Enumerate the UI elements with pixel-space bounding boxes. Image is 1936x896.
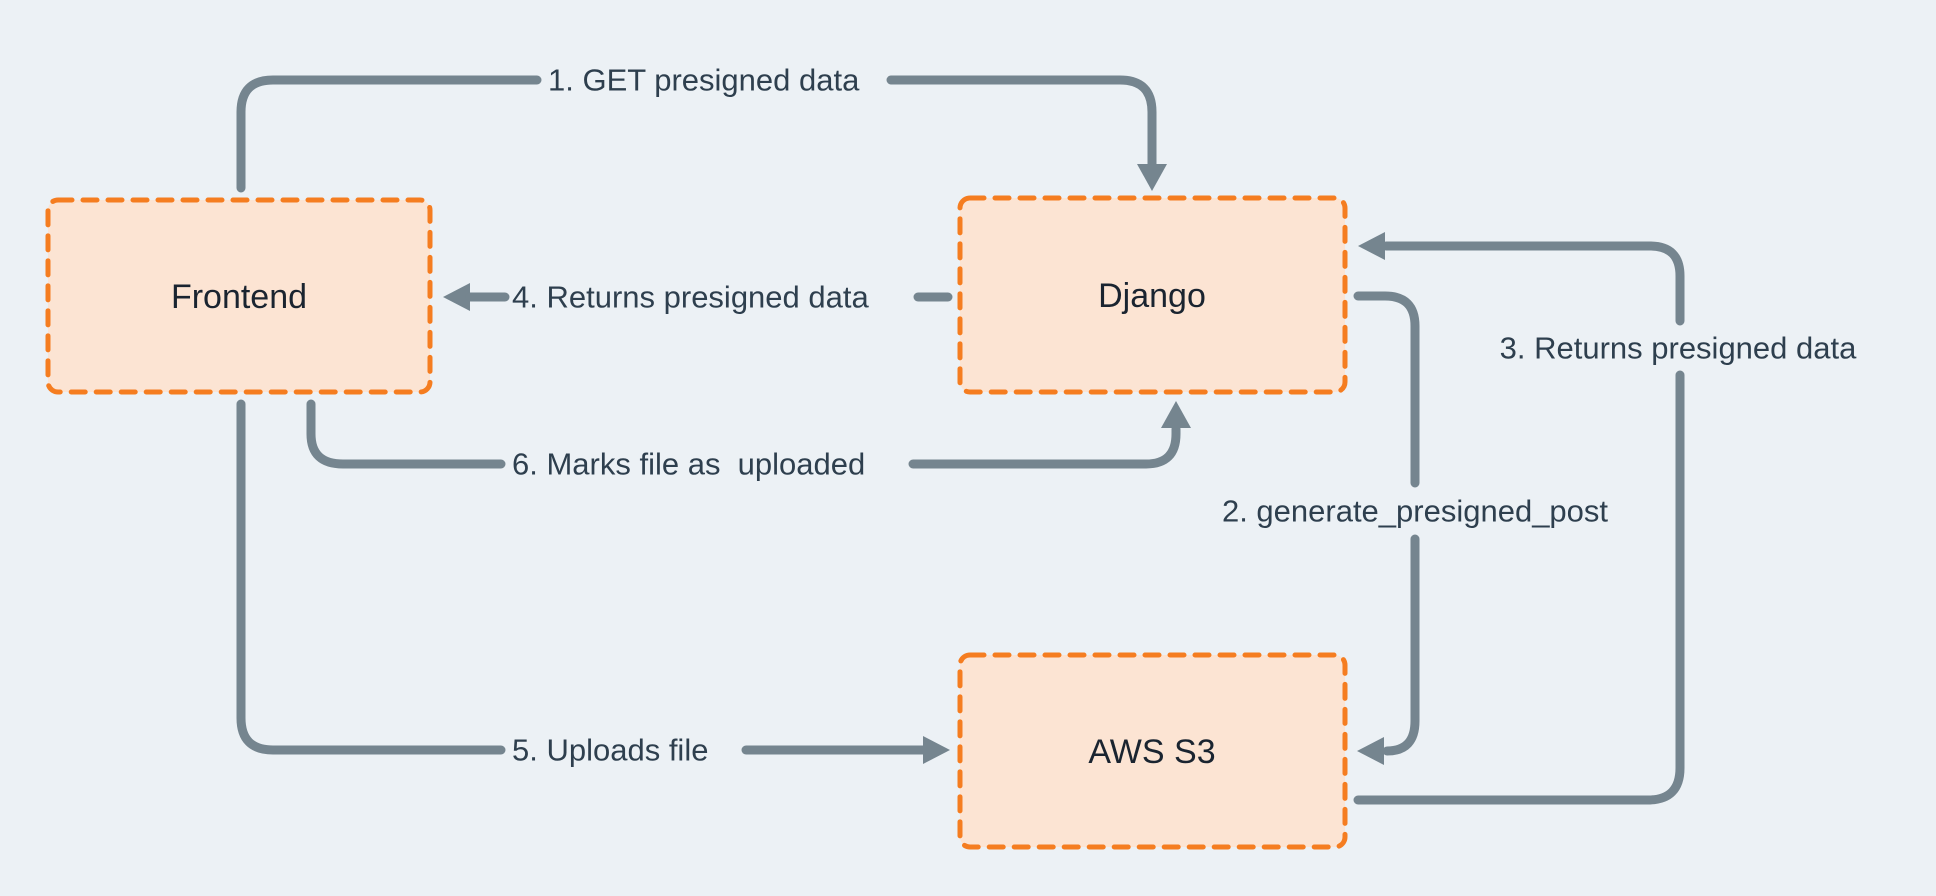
edge-4-label: 4. Returns presigned data <box>512 280 869 315</box>
edge-1-segment-left <box>236 75 542 193</box>
edge-6-label: 6. Marks file as uploaded <box>512 447 865 482</box>
frontend-node-label: Frontend <box>171 278 307 316</box>
edge-1-segment-right <box>886 75 1157 169</box>
edge-2-label: 2. generate_presigned_post <box>1222 494 1608 529</box>
edge-3-segment-top <box>1381 241 1685 326</box>
edge-3-label: 3. Returns presigned data <box>1500 331 1857 366</box>
edge-4-arrowhead-left-icon <box>443 283 470 311</box>
edge-1-label: 1. GET presigned data <box>548 63 860 98</box>
frontend-node <box>45 197 433 395</box>
edge-3-arrowhead-left-icon <box>1358 232 1385 260</box>
aws-s3-node <box>957 652 1348 850</box>
edge-1-arrowhead-down-icon <box>1137 164 1167 191</box>
edge-5-label: 5. Uploads file <box>512 733 708 768</box>
django-node <box>957 195 1348 395</box>
edge-3-segment-bottom <box>1353 370 1685 805</box>
aws-s3-node-label: AWS S3 <box>1088 733 1215 771</box>
edge-2-arrowhead-left-icon <box>1357 737 1384 765</box>
django-node-label: Django <box>1098 277 1206 315</box>
edge-2-segment-bottom <box>1382 534 1420 756</box>
edge-6-arrowhead-up-icon <box>1161 401 1191 428</box>
edge-5-arrowhead-right-icon <box>923 736 950 764</box>
edge-5-segment-left <box>236 399 506 755</box>
edge-6-segment-right <box>908 424 1181 469</box>
edge-6-segment-left <box>306 399 506 469</box>
edge-2-segment-top <box>1353 291 1420 488</box>
